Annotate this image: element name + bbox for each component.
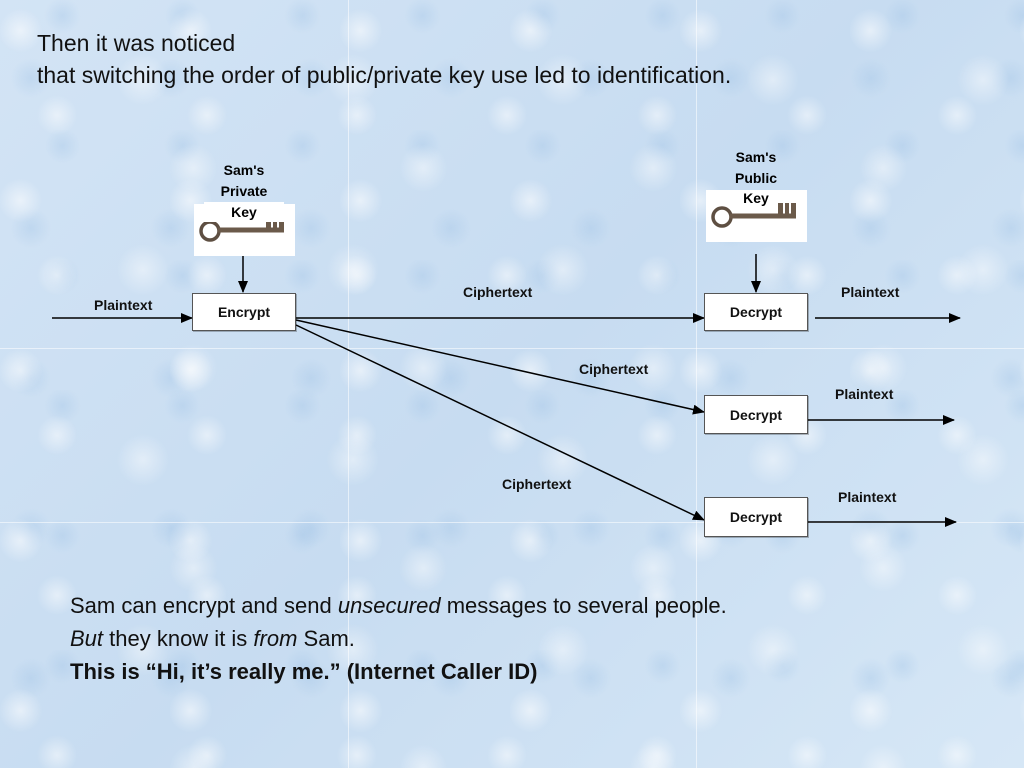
public-key-image: [706, 190, 807, 242]
public-key-label-line-2: Public: [734, 170, 777, 186]
background-seam: [696, 0, 697, 768]
private-key-label-line-2: Private: [220, 183, 268, 199]
background-seam: [348, 0, 349, 768]
bottom-line-1-b: messages to several people.: [440, 593, 727, 618]
plaintext-out-label-3: Plaintext: [838, 489, 897, 505]
bottom-line-1-a: Sam can encrypt and send: [70, 593, 338, 618]
bottom-line-2-italic-2: from: [253, 626, 298, 651]
background-seam: [0, 348, 1024, 349]
ciphertext-arrow-2: [295, 319, 705, 415]
plaintext-out-label-2: Plaintext: [835, 386, 894, 402]
bottom-line-2-italic-1: But: [70, 626, 104, 651]
public-key-label-line-1: Sam's: [735, 149, 777, 165]
key-icon: [199, 217, 284, 242]
bottom-text: Sam can encrypt and send unsecured messa…: [70, 589, 727, 688]
bottom-line-3: This is “Hi, it’s really me.” (Internet …: [70, 659, 538, 684]
encrypt-box: Encrypt: [192, 293, 296, 331]
public-key-label-key: Key: [743, 190, 769, 206]
bottom-line-2-a: they know it is: [103, 626, 254, 651]
slide-title: Then it was noticed that switching the o…: [37, 27, 731, 91]
private-key-label-line-1: Sam's: [223, 162, 265, 178]
bottom-line-1: Sam can encrypt and send unsecured messa…: [70, 589, 727, 622]
public-key-label: Sam's Public: [716, 147, 796, 189]
decrypt-box-1: Decrypt: [704, 293, 808, 331]
bottom-line-1-italic: unsecured: [337, 593, 441, 618]
plaintext-in-label: Plaintext: [94, 297, 153, 313]
decrypt-box-3: Decrypt: [704, 497, 808, 537]
background-seam: [0, 522, 1024, 523]
key-icon: [711, 203, 796, 228]
ciphertext-arrow-3: [295, 324, 705, 521]
private-key-label-key: Key: [204, 202, 284, 222]
bottom-line-2-b: Sam.: [297, 626, 355, 651]
ciphertext-label-2: Ciphertext: [579, 361, 649, 377]
title-line-1: Then it was noticed: [37, 30, 236, 56]
plaintext-out-label-1: Plaintext: [841, 284, 900, 300]
title-line-2: that switching the order of public/priva…: [37, 62, 732, 88]
private-key-label: Sam's Private: [204, 160, 284, 202]
ciphertext-label-3: Ciphertext: [502, 476, 572, 492]
ciphertext-label-1: Ciphertext: [463, 284, 533, 300]
decrypt-box-2: Decrypt: [704, 395, 808, 434]
bottom-line-2: But they know it is from Sam.: [70, 622, 727, 655]
